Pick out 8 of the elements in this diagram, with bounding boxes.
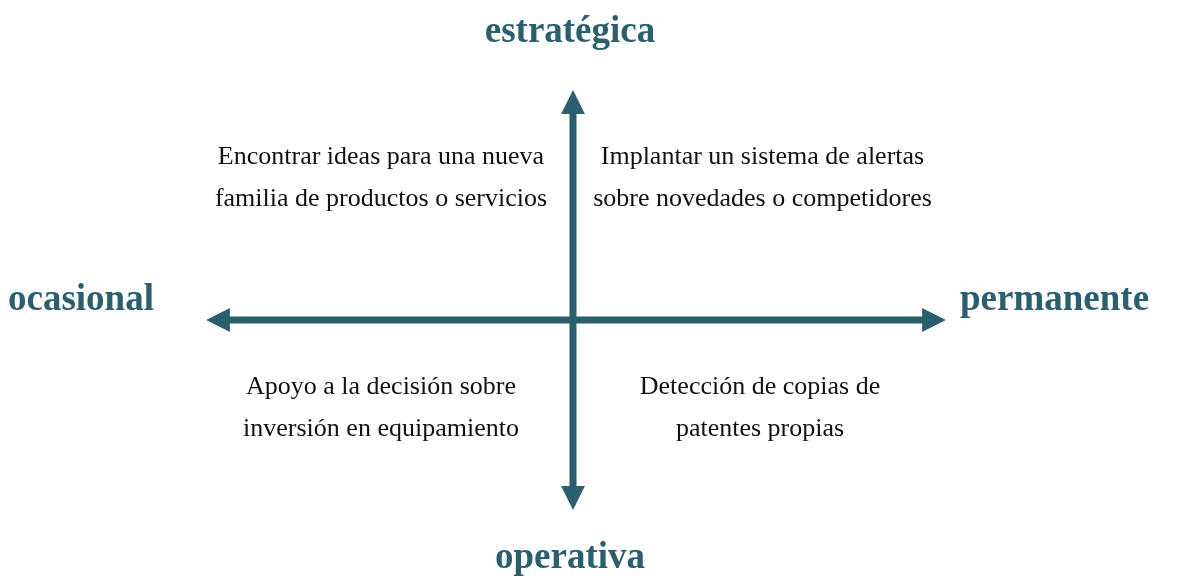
quadrant-text: Implantar un sistema de alertas sobre novedades o competidores [592,140,933,214]
quadrant-text: Encontrar ideas para una nueva familia de productos o servicios [213,140,549,214]
quadrant-text: Detección de copias de patentes propias [638,370,882,444]
axis-label: ocasional [8,276,154,320]
axis-label: operativa [494,534,646,576]
axis-label: estratégica [483,8,657,52]
axis-label: permanente [960,276,1150,320]
quadrant-text: Apoyo a la decisión sobre inversión en equipamiento [242,370,520,444]
